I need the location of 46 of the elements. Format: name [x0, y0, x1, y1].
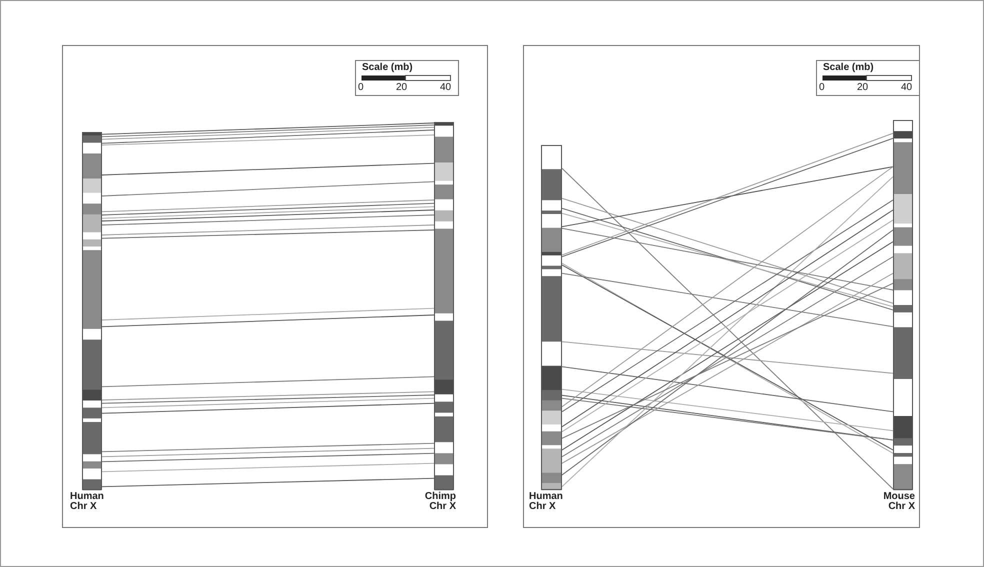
synteny-line [102, 448, 434, 458]
synteny-line [562, 282, 894, 439]
synteny-line [562, 341, 894, 374]
synteny-line [102, 130, 434, 144]
synteny-line [102, 124, 434, 138]
synteny-line [562, 366, 894, 412]
synteny-line [102, 162, 434, 176]
tick-label: 40 [901, 83, 912, 93]
synteny-line [102, 398, 434, 408]
chromosome-label: Chimp Chr X [424, 492, 456, 512]
synteny-line [102, 206, 434, 219]
synteny-line [562, 166, 894, 228]
synteny-line [102, 452, 434, 462]
synteny-line [102, 230, 434, 239]
synteny-line [102, 122, 434, 135]
synteny-line [102, 126, 434, 140]
synteny-line [102, 214, 434, 226]
synteny-line [102, 200, 434, 212]
tick-label: 0 [819, 83, 825, 93]
synteny-line [102, 394, 434, 404]
synteny-line [102, 181, 434, 196]
synteny-line [102, 391, 434, 400]
synteny-line [562, 228, 894, 290]
synteny-line [102, 134, 434, 146]
synteny-line [102, 202, 434, 216]
scale-title: Scale (mb) [362, 63, 413, 73]
tick-label: 20 [396, 83, 408, 93]
synteny-line [102, 402, 434, 414]
synteny-line [102, 210, 434, 222]
synteny-line [102, 376, 434, 388]
synteny-line [102, 462, 434, 472]
synteny-line [562, 272, 894, 328]
tick-label: 0 [358, 83, 364, 93]
synteny-line [102, 314, 434, 328]
tick-label: 20 [857, 83, 868, 93]
chromosome-label: Human Chr X [70, 492, 105, 512]
synteny-line [102, 224, 434, 236]
chromosome-label: Human Chr X [529, 492, 564, 512]
synteny-line [562, 388, 894, 432]
synteny-line [562, 166, 894, 408]
synteny-line [102, 308, 434, 320]
synteny-line [102, 478, 434, 488]
scale-title: Scale (mb) [823, 63, 874, 73]
tick-label: 40 [440, 83, 452, 93]
synteny-line [102, 442, 434, 452]
chromosome-label: Mouse Chr X [882, 492, 915, 512]
